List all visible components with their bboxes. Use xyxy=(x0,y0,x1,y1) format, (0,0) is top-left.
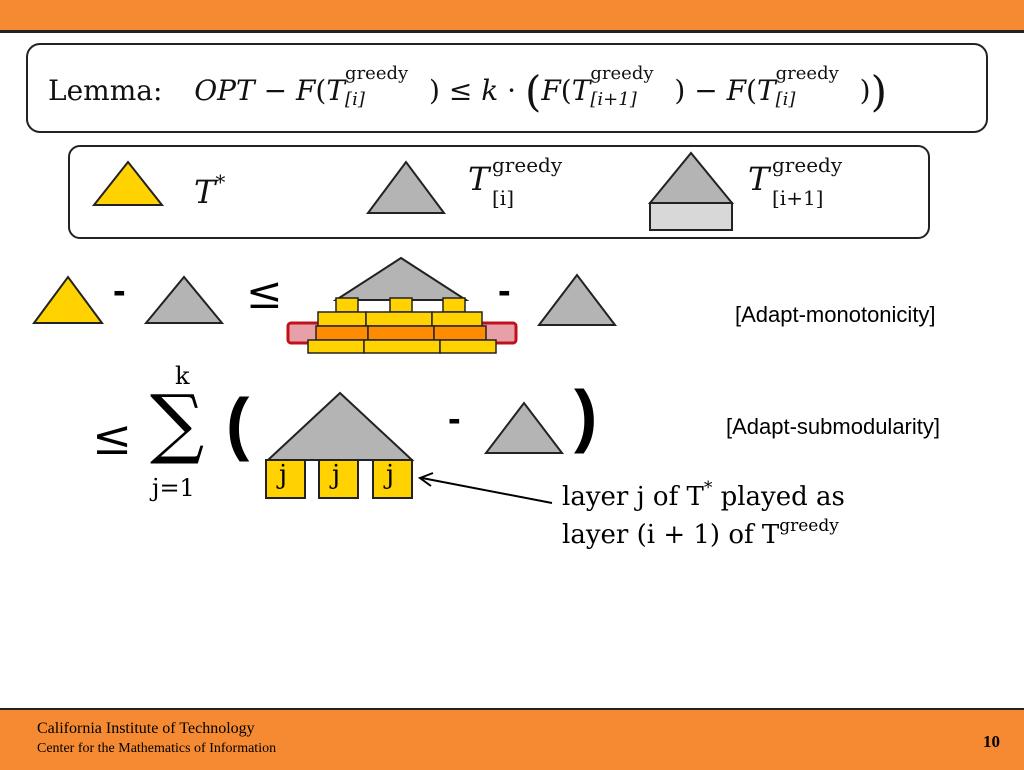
row1-block xyxy=(389,297,413,313)
row2-block xyxy=(265,459,306,499)
row1-block xyxy=(439,339,497,354)
sub-i-2: [i] xyxy=(775,88,796,110)
t-symbol-3: T xyxy=(756,74,776,107)
row1-minus: - xyxy=(113,270,126,312)
legend-t-star-sup: * xyxy=(215,170,226,194)
sup-greedy: greedy xyxy=(345,62,409,84)
row2-block-label: j xyxy=(332,460,341,490)
minus-symbol-2: − xyxy=(694,74,718,107)
t-symbol-2: T xyxy=(571,74,591,107)
legend-box xyxy=(68,145,930,239)
row1-tree-triangle xyxy=(332,256,470,301)
legend-gold-triangle xyxy=(91,160,165,206)
row1-block xyxy=(317,311,367,327)
sub-i1: [i+1] xyxy=(590,88,637,110)
f-symbol: F xyxy=(295,74,316,107)
row2-leq: ≤ xyxy=(92,410,133,466)
ann2-i: i xyxy=(646,520,656,550)
footer-org: California Institute of Technology xyxy=(37,720,255,737)
k-symbol: k xyxy=(481,74,499,107)
legend-gray-triangle-2 xyxy=(647,151,735,204)
f-symbol-2: F xyxy=(541,74,561,107)
sup-greedy-2: greedy xyxy=(590,62,654,84)
row2-block xyxy=(318,459,359,499)
adapt-submodularity-tag: [Adapt-submodularity] xyxy=(726,414,940,439)
legend-t-greedy2-sup: greedy xyxy=(772,153,843,177)
row1-minus-2: - xyxy=(498,270,511,312)
row2-big-triangle xyxy=(265,391,415,461)
row2-block-label: j xyxy=(386,460,395,490)
ann1-b: of xyxy=(644,482,687,512)
annotation-line-1: layer j of T* played as xyxy=(562,478,845,512)
legend-t-greedy-base: T xyxy=(468,160,490,198)
row1-block xyxy=(365,311,433,327)
ann1-c: played as xyxy=(712,482,845,512)
ann2-b: + 1) of xyxy=(655,520,762,550)
cdot-symbol: · xyxy=(507,74,517,107)
row1-block xyxy=(367,325,435,341)
ann1-a: layer xyxy=(562,482,637,512)
page-number: 10 xyxy=(983,732,1000,751)
t-greedy-i-scripts: greedy [i] xyxy=(345,64,429,113)
sum-symbol: ∑ xyxy=(150,378,205,467)
row2-gray-triangle xyxy=(483,401,565,454)
row1-block xyxy=(307,339,365,354)
row1-gold-triangle xyxy=(32,275,104,324)
legend-t-star: T* xyxy=(194,170,225,211)
legend-t-greedy2-base: T xyxy=(748,160,770,198)
legend-t-greedy-i1: T xyxy=(748,160,769,198)
sum-upper-limit: k xyxy=(175,362,190,390)
header-band xyxy=(0,0,1024,33)
t-greedy-i1-scripts: greedy [i+1] xyxy=(590,64,674,113)
ann1-t: T xyxy=(686,482,704,512)
leq-symbol: ≤ xyxy=(448,74,473,107)
annotation-arrow-head xyxy=(417,472,434,487)
annotation-line-2: layer (i + 1) of Tgreedy xyxy=(562,516,839,550)
t-symbol: T xyxy=(326,74,346,107)
sum-lower-limit: j=1 xyxy=(152,474,195,502)
ann1-j: j xyxy=(636,482,645,512)
sup-greedy-3: greedy xyxy=(775,62,839,84)
row1-block xyxy=(363,339,441,354)
legend-t-greedy2-sub: [i+1] xyxy=(772,186,824,210)
row2-block xyxy=(372,459,413,499)
legend-t-greedy-sub: [i] xyxy=(492,186,515,210)
row1-block xyxy=(431,311,483,327)
ann2-t: T xyxy=(761,520,780,550)
legend-gray-triangle xyxy=(366,160,446,214)
minus-symbol: − xyxy=(263,74,288,107)
legend-t-greedy-sup: greedy xyxy=(492,153,563,177)
row1-block xyxy=(442,297,466,313)
row1-block xyxy=(335,297,359,313)
ann1-star: * xyxy=(703,478,713,498)
ann2-sup: greedy xyxy=(779,516,839,536)
opt-symbol: OPT xyxy=(194,74,255,107)
legend-layer-block xyxy=(649,202,733,231)
row2-block-label: j xyxy=(279,460,288,490)
annotation-arrow-line xyxy=(421,477,553,504)
row2-minus: - xyxy=(448,398,461,440)
row1-gray-triangle-2 xyxy=(536,273,618,326)
legend-t-star-base: T xyxy=(194,173,216,211)
row1-leq: ≤ xyxy=(246,268,283,319)
row1-gray-triangle xyxy=(143,275,225,324)
t-greedy-i-scripts-2: greedy [i] xyxy=(775,64,860,113)
footer-center: Center for the Mathematics of Informatio… xyxy=(37,741,277,756)
sub-i: [i] xyxy=(345,88,365,110)
legend-t-greedy-i: T xyxy=(468,160,489,198)
row2-open-paren: ( xyxy=(226,384,250,462)
lemma-lead: Lemma: xyxy=(48,74,163,107)
adapt-monotonicity-tag: [Adapt-monotonicity] xyxy=(735,302,936,327)
row1-block xyxy=(315,325,369,341)
footer: California Institute of Technology Cente… xyxy=(0,708,1024,770)
row1-block xyxy=(433,325,487,341)
ann2-a: layer ( xyxy=(562,520,647,550)
f-symbol-3: F xyxy=(726,74,747,107)
row2-close-paren: ) xyxy=(574,376,598,454)
